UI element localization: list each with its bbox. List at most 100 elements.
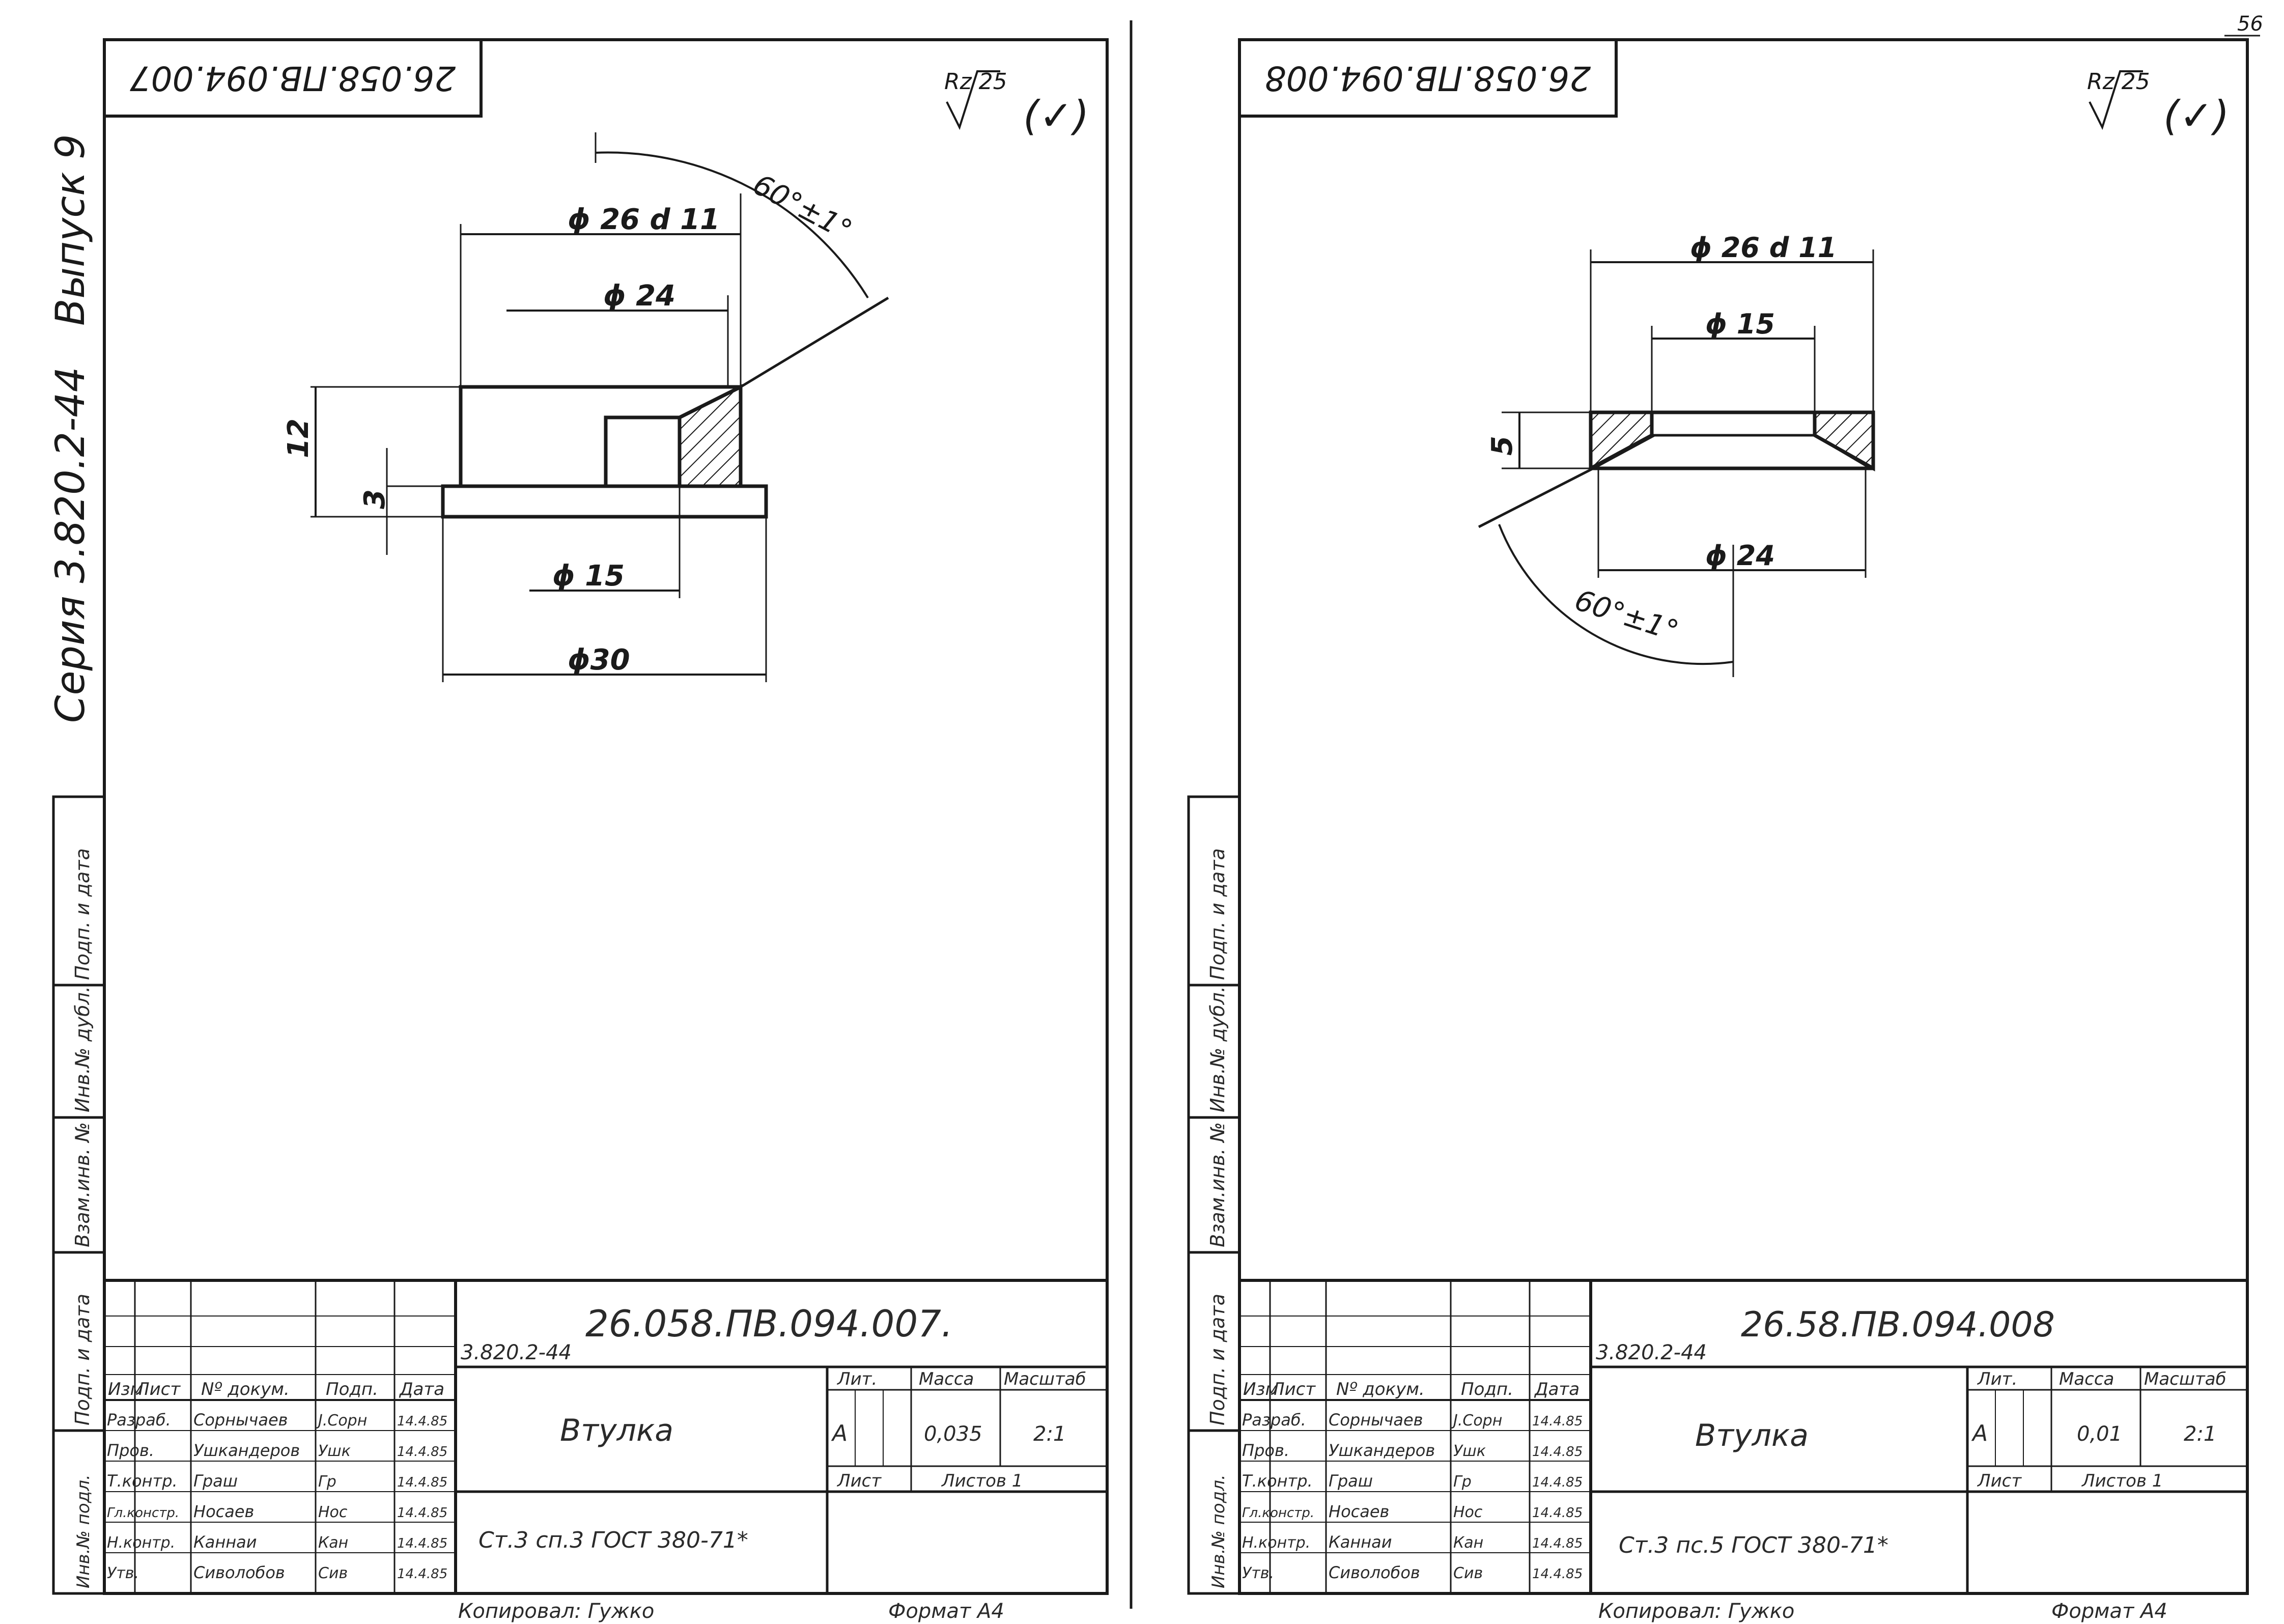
- svg-text:14.4.85: 14.4.85: [1532, 1505, 1583, 1521]
- sheet-left-side-stamp: Взам.инв. № Инв.№ дубл. Подп. и дата Инв…: [52, 795, 106, 1595]
- svg-text:Гр: Гр: [318, 1473, 336, 1491]
- svg-text:14.4.85: 14.4.85: [1532, 1475, 1583, 1490]
- sheet-right-material: Ст.3 пс.5 ГОСТ 380-71*: [1619, 1532, 1888, 1558]
- svg-text:(✓): (✓): [1023, 92, 1089, 139]
- svg-text:J.Сорн: J.Сорн: [316, 1412, 367, 1430]
- svg-text:Разраб.: Разраб.: [1242, 1410, 1306, 1430]
- side-issue-label: Выпуск 9: [48, 134, 94, 326]
- sheet-left-doc-code: 26.058.ПВ.094.007.: [585, 1302, 953, 1345]
- svg-text:Взам.инв. №: Взам.инв. №: [71, 1122, 94, 1247]
- svg-text:14.4.85: 14.4.85: [397, 1414, 447, 1429]
- svg-text:Лист: Лист: [836, 1471, 882, 1491]
- svg-text:Носаев: Носаев: [1329, 1502, 1389, 1521]
- svg-text:Н.контр.: Н.контр.: [1242, 1534, 1310, 1552]
- sheet-left-format: Формат А4: [888, 1600, 1004, 1623]
- sheet-right-title-block: Изм Лист Nº докум. Подп. Дата Разраб. Со…: [1238, 1279, 2249, 1595]
- svg-text:Гл.констр.: Гл.констр.: [1242, 1505, 1314, 1521]
- svg-text:Каннаи: Каннаи: [1329, 1532, 1392, 1552]
- svg-text:Граш: Граш: [193, 1471, 238, 1491]
- sheet-right-dim-outer: ϕ 26 d 11: [1690, 232, 1837, 264]
- svg-text:14.4.85: 14.4.85: [397, 1566, 447, 1582]
- svg-text:14.4.85: 14.4.85: [1532, 1536, 1583, 1551]
- svg-text:Подп. и дата: Подп. и дата: [71, 848, 94, 980]
- sheet-left-section-hatch: [678, 384, 743, 488]
- svg-text:J.Сорн: J.Сорн: [1451, 1412, 1502, 1430]
- sheet-left-dim-height: 12: [282, 418, 315, 458]
- svg-text:Нос: Нос: [318, 1503, 348, 1521]
- sheet-left-topcode-box: [103, 38, 483, 118]
- sheet-right: 26.058.ПВ.094.008 Rz 25 (✓): [1187, 38, 2249, 1623]
- svg-text:14.4.85: 14.4.85: [1532, 1414, 1583, 1429]
- svg-text:Пров.: Пров.: [1242, 1441, 1289, 1460]
- sheet-left: 26.058.ПВ.094.007 Rz 25 (✓): [52, 38, 1109, 1623]
- sheet-left-dim-mid: ϕ 24: [603, 279, 675, 313]
- sheet-right-doc-code: 26.58.ПВ.094.008: [1741, 1305, 2055, 1345]
- sheet-left-material: Ст.3 сп.3 ГОСТ 380-71*: [478, 1527, 748, 1553]
- svg-text:Подп.: Подп.: [326, 1379, 378, 1399]
- svg-text:Инв.№ подл.: Инв.№ подл.: [1208, 1474, 1229, 1588]
- svg-text:Листов 1: Листов 1: [2081, 1471, 2163, 1491]
- svg-text:Нос: Нос: [1453, 1503, 1483, 1521]
- svg-text:А: А: [831, 1420, 848, 1446]
- sheet-left-frame: [103, 38, 1109, 1595]
- sheet-right-frame: [1238, 38, 2249, 1595]
- svg-text:2:1: 2:1: [1033, 1422, 1066, 1446]
- svg-text:Сорнычаев: Сорнычаев: [1329, 1410, 1423, 1430]
- svg-text:Н.контр.: Н.контр.: [107, 1534, 175, 1552]
- svg-text:Ушк: Ушк: [1453, 1442, 1486, 1460]
- sheet-left-dim-outer: ϕ 26 d 11: [568, 203, 720, 236]
- svg-text:Кан: Кан: [318, 1534, 348, 1552]
- svg-text:(✓): (✓): [2163, 92, 2229, 139]
- svg-text:Разраб.: Разраб.: [107, 1410, 171, 1430]
- svg-text:0,035: 0,035: [924, 1422, 982, 1446]
- svg-text:Масштаб: Масштаб: [2144, 1369, 2226, 1389]
- sheet-right-topcode: 26.058.ПВ.094.008: [1265, 59, 1591, 98]
- sheet-left-dim-flange-h: 3: [358, 489, 391, 509]
- sheet-left-part-drawing: ϕ 26 d 11 ϕ 24 ϕ 15 ϕ30 12 3 60°±1°: [282, 132, 889, 682]
- svg-text:Дата: Дата: [1534, 1379, 1580, 1399]
- svg-text:Кан: Кан: [1453, 1534, 1483, 1552]
- sheet-left-topcode: 26.058.ПВ.094.007: [130, 59, 456, 98]
- svg-text:Лист: Лист: [1271, 1379, 1316, 1399]
- sheet-right-topcode-box: [1238, 38, 1618, 118]
- svg-text:Сив: Сив: [318, 1564, 348, 1582]
- svg-text:Утв.: Утв.: [1242, 1564, 1274, 1582]
- svg-text:Сиволобов: Сиволобов: [1329, 1563, 1420, 1582]
- svg-text:Nº докум.: Nº докум.: [1336, 1379, 1425, 1399]
- svg-text:Инв.№ подл.: Инв.№ подл.: [73, 1474, 94, 1588]
- sheet-left-title-block: Изм Лист Nº докум. Подп. Дата Разраб. Со…: [103, 1279, 1109, 1595]
- svg-text:14.4.85: 14.4.85: [397, 1505, 447, 1521]
- svg-text:14.4.85: 14.4.85: [1532, 1444, 1583, 1460]
- svg-text:Изм: Изм: [108, 1379, 143, 1399]
- svg-text:Изм: Изм: [1243, 1379, 1278, 1399]
- svg-text:Пров.: Пров.: [107, 1441, 154, 1460]
- svg-text:Ушкандеров: Ушкандеров: [193, 1441, 300, 1460]
- svg-text:Сиволобов: Сиволобов: [193, 1563, 285, 1582]
- svg-text:2:1: 2:1: [2184, 1422, 2216, 1446]
- svg-text:Лит.: Лит.: [1977, 1369, 2017, 1389]
- svg-text:Сорнычаев: Сорнычаев: [193, 1410, 288, 1430]
- svg-text:14.4.85: 14.4.85: [397, 1536, 447, 1551]
- svg-text:Подп. и дата: Подп. и дата: [1206, 1294, 1229, 1425]
- svg-text:Серия 3.820.2-44: Серия 3.820.2-44: [48, 367, 94, 723]
- svg-text:Каннаи: Каннаи: [193, 1532, 257, 1552]
- sheet-left-dim-angle: 60°±1°: [747, 168, 857, 247]
- sheet-right-part-drawing: ϕ 26 d 11 ϕ 15 ϕ 24 5 60°±1°: [1478, 232, 1875, 677]
- svg-text:0,01: 0,01: [2077, 1422, 2122, 1446]
- sheet-right-dim-height: 5: [1486, 436, 1519, 456]
- sheet-right-side-stamp: Взам.инв. № Инв.№ дубл. Подп. и дата Инв…: [1187, 795, 1241, 1595]
- svg-text:Rz 25: Rz 25: [944, 69, 1007, 95]
- svg-text:Инв.№ дубл.: Инв.№ дубл.: [71, 986, 94, 1112]
- svg-text:Масштаб: Масштаб: [1004, 1369, 1086, 1389]
- svg-text:Сив: Сив: [1453, 1564, 1483, 1582]
- svg-text:Носаев: Носаев: [193, 1502, 254, 1521]
- sheet-right-section-hatch-right: [1813, 410, 1875, 471]
- sheet-right-format: Формат А4: [2051, 1600, 2167, 1623]
- page-number: 56: [2237, 12, 2263, 36]
- svg-text:Масса: Масса: [2059, 1369, 2114, 1389]
- svg-text:А: А: [1971, 1420, 1988, 1446]
- sheet-right-dim-inner: ϕ 15: [1705, 308, 1775, 340]
- svg-text:Гр: Гр: [1453, 1473, 1472, 1491]
- svg-text:Т.контр.: Т.контр.: [1242, 1471, 1313, 1491]
